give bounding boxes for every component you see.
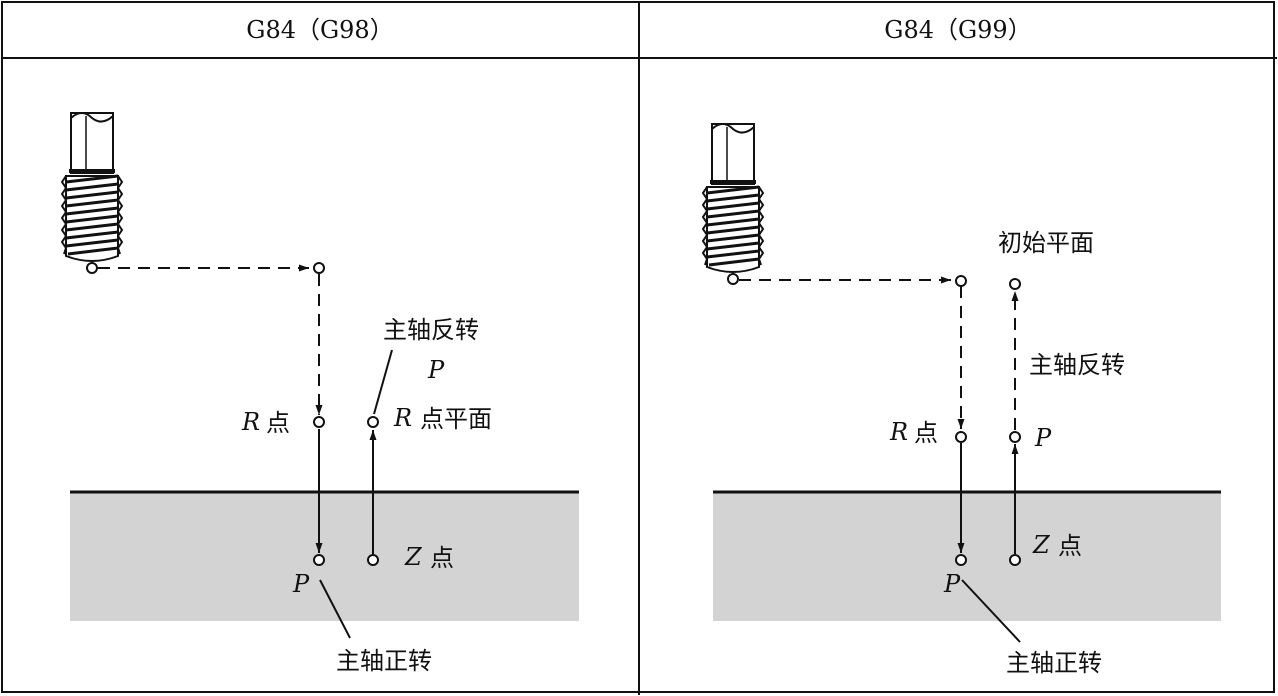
right-r-point: 点 [914, 419, 938, 447]
header-g99: G84（G99） [884, 16, 1032, 44]
right-z-letter: Z [1032, 531, 1051, 559]
left-p-lower: P [292, 570, 310, 598]
column-divider [638, 1, 640, 695]
right-z-point: 点 [1058, 532, 1082, 560]
left-z-point: 点 [430, 544, 454, 572]
header-divider [1, 57, 1277, 59]
path-right [739, 276, 1021, 643]
tap-tool-right-icon [701, 122, 765, 274]
right-r-letter: R [889, 418, 908, 446]
header-g98: G84（G98） [246, 16, 394, 44]
workpiece-right [713, 492, 1221, 621]
points-right [727, 273, 1021, 566]
right-p-lower: P [943, 570, 961, 598]
path-left [98, 264, 393, 639]
tap-tool-left-icon [60, 111, 124, 263]
left-forward-label: 主轴正转 [336, 647, 432, 675]
left-r-plane-text: 点平面 [420, 405, 492, 433]
points-left [86, 262, 379, 566]
workpiece-left [70, 492, 579, 621]
left-r-point: 点 [266, 409, 290, 437]
right-p-upper: P [1034, 424, 1052, 452]
right-initial-plane: 初始平面 [998, 229, 1094, 257]
right-forward-label: 主轴正转 [1006, 649, 1102, 677]
left-reverse-label: 主轴反转 [383, 316, 479, 344]
left-r-plane-letter: R [393, 404, 412, 432]
left-p-upper: P [427, 356, 445, 384]
right-reverse-label: 主轴反转 [1029, 351, 1125, 379]
left-r-letter: R [241, 408, 260, 436]
left-z-letter: Z [404, 543, 423, 571]
